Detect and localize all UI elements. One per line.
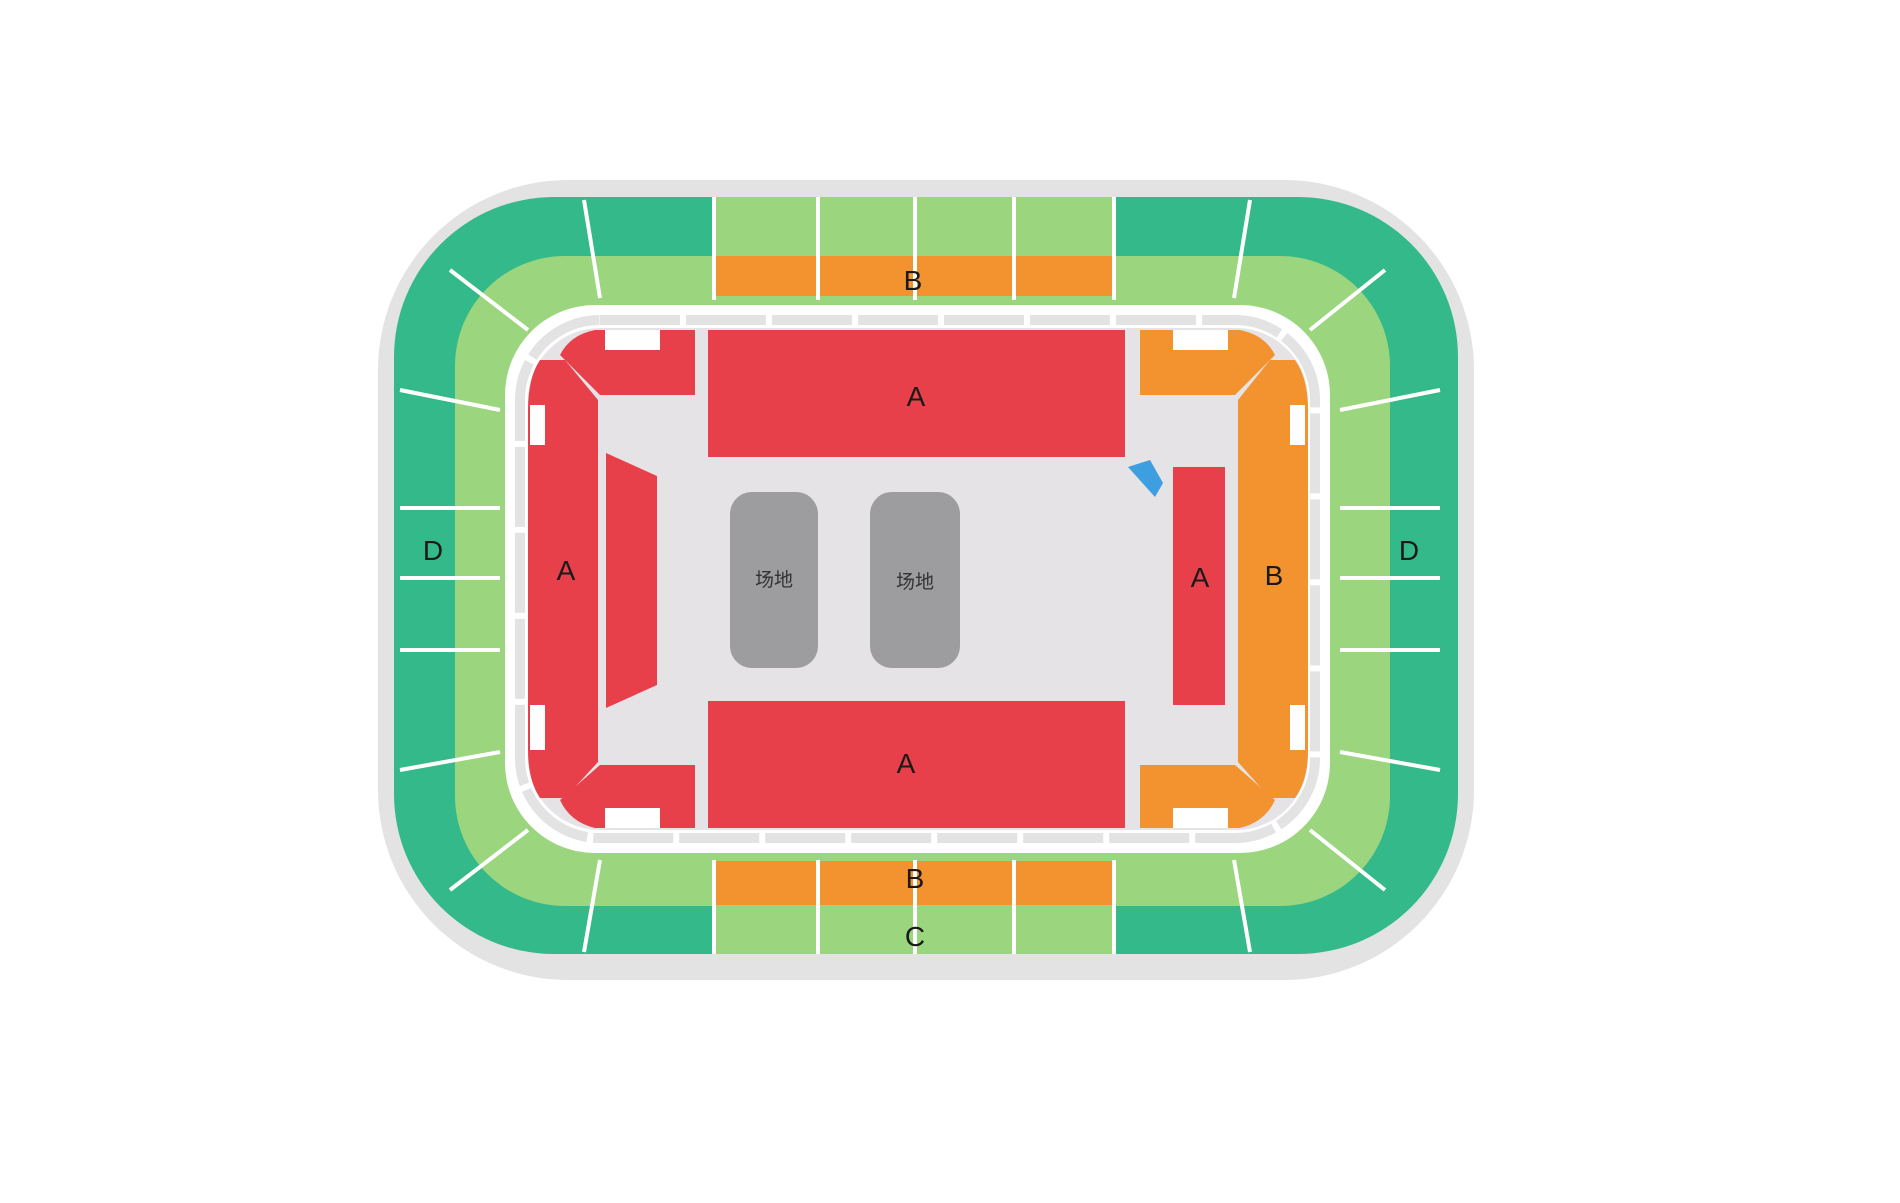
seat-block-a-top[interactable] xyxy=(708,330,1125,457)
label-a-right: A xyxy=(1191,562,1210,593)
field-label-2: 场地 xyxy=(896,571,934,593)
field-label-1: 场地 xyxy=(755,569,793,591)
seat-block-a-right[interactable] xyxy=(1173,467,1225,705)
seat-block-a-top-left[interactable] xyxy=(560,330,695,395)
field-area-1[interactable] xyxy=(730,492,818,668)
seat-block-a-left[interactable] xyxy=(528,360,598,798)
label-a-top: A xyxy=(907,381,926,412)
seat-block-b-right[interactable] xyxy=(1238,360,1308,798)
seat-block-a-bottom-left[interactable] xyxy=(560,765,695,828)
section-dividers xyxy=(399,197,1441,954)
label-b-top: B xyxy=(904,265,923,296)
label-a-bottom: A xyxy=(897,748,916,779)
label-d-left: D xyxy=(423,535,443,566)
entry-notches xyxy=(530,330,1305,828)
seat-block-a-left-inner[interactable] xyxy=(606,453,657,708)
inner-walkway-inner xyxy=(515,315,1320,843)
label-a-left: A xyxy=(557,555,576,586)
label-b-bottom: B xyxy=(906,863,925,894)
label-b-right: B xyxy=(1265,560,1284,591)
label-d-right: D xyxy=(1399,535,1419,566)
label-c-bottom: C xyxy=(905,921,925,952)
seat-block-a-bottom[interactable] xyxy=(708,701,1125,828)
blue-marker xyxy=(1128,460,1163,497)
field-area-2[interactable] xyxy=(870,492,960,668)
